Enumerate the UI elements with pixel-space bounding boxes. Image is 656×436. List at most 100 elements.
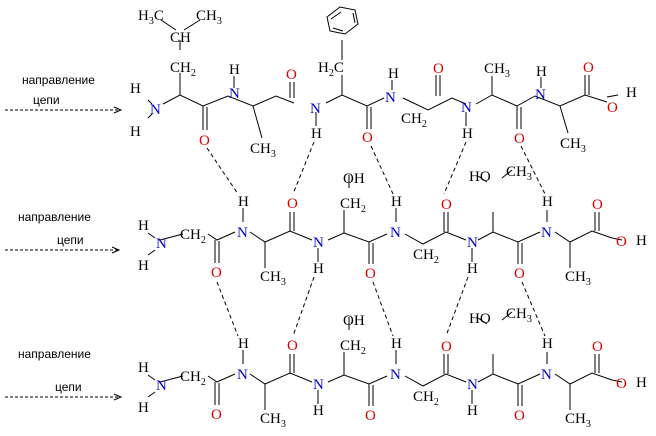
svg-text:H: H — [313, 403, 324, 419]
oxygen-atom: O — [287, 338, 298, 354]
oxygen-atom: O — [441, 339, 452, 355]
nh-bonds — [147, 76, 542, 126]
oxygen-atom: O — [365, 266, 376, 282]
peptide-chain-2 — [147, 169, 623, 268]
nitrogen-atom: N — [535, 87, 546, 103]
svg-text:H: H — [636, 375, 647, 391]
oxygen-atom: O — [362, 130, 373, 146]
svg-text:H: H — [536, 64, 547, 80]
svg-text:CH2: CH2 — [413, 247, 439, 266]
oxygen-atom: O — [592, 339, 603, 355]
svg-text:H: H — [467, 261, 478, 277]
side-chain-bonds — [264, 169, 623, 268]
svg-text:H: H — [238, 194, 249, 210]
svg-text:CH3: CH3 — [565, 411, 591, 430]
oxygen-atom: O — [441, 197, 452, 213]
oxygen-atom: O — [514, 266, 525, 282]
nitrogen-atom: N — [390, 225, 401, 241]
oxygen-atom: O — [433, 61, 444, 77]
direction-label: направление — [18, 210, 91, 224]
oxygen-atom: O — [607, 100, 618, 116]
nitrogen-atom: N — [467, 235, 478, 251]
svg-text:H: H — [138, 218, 149, 234]
svg-text:CH3: CH3 — [250, 141, 276, 160]
nitrogen-atom: N — [467, 377, 478, 393]
peptide-chain-3 — [147, 311, 623, 410]
hydrogen-bonds — [206, 141, 546, 337]
nitrogen-atom: N — [237, 367, 248, 383]
backbone-bonds — [159, 372, 613, 387]
oxygen-atom: O — [286, 67, 297, 83]
svg-text:H: H — [313, 261, 324, 277]
svg-text:H: H — [391, 194, 402, 210]
svg-text:HO: HO — [469, 169, 491, 185]
svg-text:CH2: CH2 — [340, 196, 366, 215]
arrow-head-icon — [111, 246, 121, 254]
oxygen-atom: O — [287, 196, 298, 212]
oxygen-atom: O — [592, 197, 603, 213]
svg-text:H: H — [130, 124, 141, 140]
svg-text:H: H — [636, 233, 647, 249]
chain-3-atoms: H N H CH2 O H N CH3 O N H OH CH2 O H N C… — [138, 306, 647, 430]
svg-text:CH2: CH2 — [180, 227, 206, 246]
arrow-head-icon — [113, 106, 123, 114]
h-bond — [521, 281, 546, 337]
svg-text:H2C: H2C — [318, 60, 344, 79]
carbonyl-bonds — [214, 354, 600, 406]
svg-text:CH3: CH3 — [506, 306, 532, 325]
svg-text:OH: OH — [343, 313, 365, 329]
carbonyl-bonds — [202, 75, 590, 130]
svg-text:CH3: CH3 — [506, 164, 532, 183]
oxygen-atom: O — [583, 60, 594, 76]
h-bond — [216, 281, 239, 337]
svg-text:H: H — [542, 194, 553, 210]
nitrogen-atom: N — [229, 86, 240, 102]
oxygen-atom: O — [365, 408, 376, 424]
nh-bonds — [147, 350, 548, 404]
peptide-chain-1 — [147, 6, 619, 139]
nitrogen-atom: N — [156, 236, 167, 252]
oxygen-atom: O — [514, 408, 525, 424]
svg-text:CH3: CH3 — [196, 8, 222, 27]
h-bond — [292, 276, 315, 337]
svg-text:H: H — [138, 258, 149, 274]
h-bond — [206, 147, 239, 195]
svg-text:CH2: CH2 — [401, 111, 427, 130]
nitrogen-atom: N — [150, 102, 161, 118]
nitrogen-atom: N — [313, 235, 324, 251]
svg-text:H: H — [311, 126, 322, 142]
oxygen-atom: O — [616, 376, 627, 392]
oxygen-atom: O — [199, 133, 210, 149]
svg-text:CH2: CH2 — [180, 369, 206, 388]
nitrogen-atom: N — [156, 378, 167, 394]
carbonyl-bonds — [214, 212, 600, 264]
svg-text:CH2: CH2 — [340, 338, 366, 357]
svg-text:H: H — [626, 85, 637, 101]
svg-text:H3C: H3C — [138, 8, 164, 27]
phenyl-double-bonds — [330, 11, 356, 32]
nitrogen-atom: N — [313, 377, 324, 393]
nitrogen-atom: N — [541, 367, 552, 383]
svg-text:HO: HO — [469, 311, 491, 327]
svg-text:H: H — [130, 81, 141, 97]
h-bond — [372, 281, 394, 337]
backbone-bonds — [159, 230, 613, 245]
svg-text:H: H — [542, 336, 553, 352]
phenyl-ring — [326, 6, 359, 35]
svg-text:CH3: CH3 — [484, 61, 510, 80]
oxygen-atom: O — [616, 234, 627, 250]
nh-bonds — [147, 208, 548, 262]
svg-text:OH: OH — [343, 171, 365, 187]
h-bond — [443, 141, 467, 195]
oxygen-atom: O — [211, 407, 222, 423]
chain-label: цепи — [55, 380, 82, 394]
chain-direction-label-2: направление цепи — [5, 210, 121, 254]
svg-text:H: H — [391, 336, 402, 352]
backbone-bonds — [162, 94, 608, 111]
nitrogen-atom: N — [237, 225, 248, 241]
h-bond — [370, 145, 394, 195]
h-bond — [520, 145, 546, 195]
nitrogen-atom: N — [385, 90, 396, 106]
